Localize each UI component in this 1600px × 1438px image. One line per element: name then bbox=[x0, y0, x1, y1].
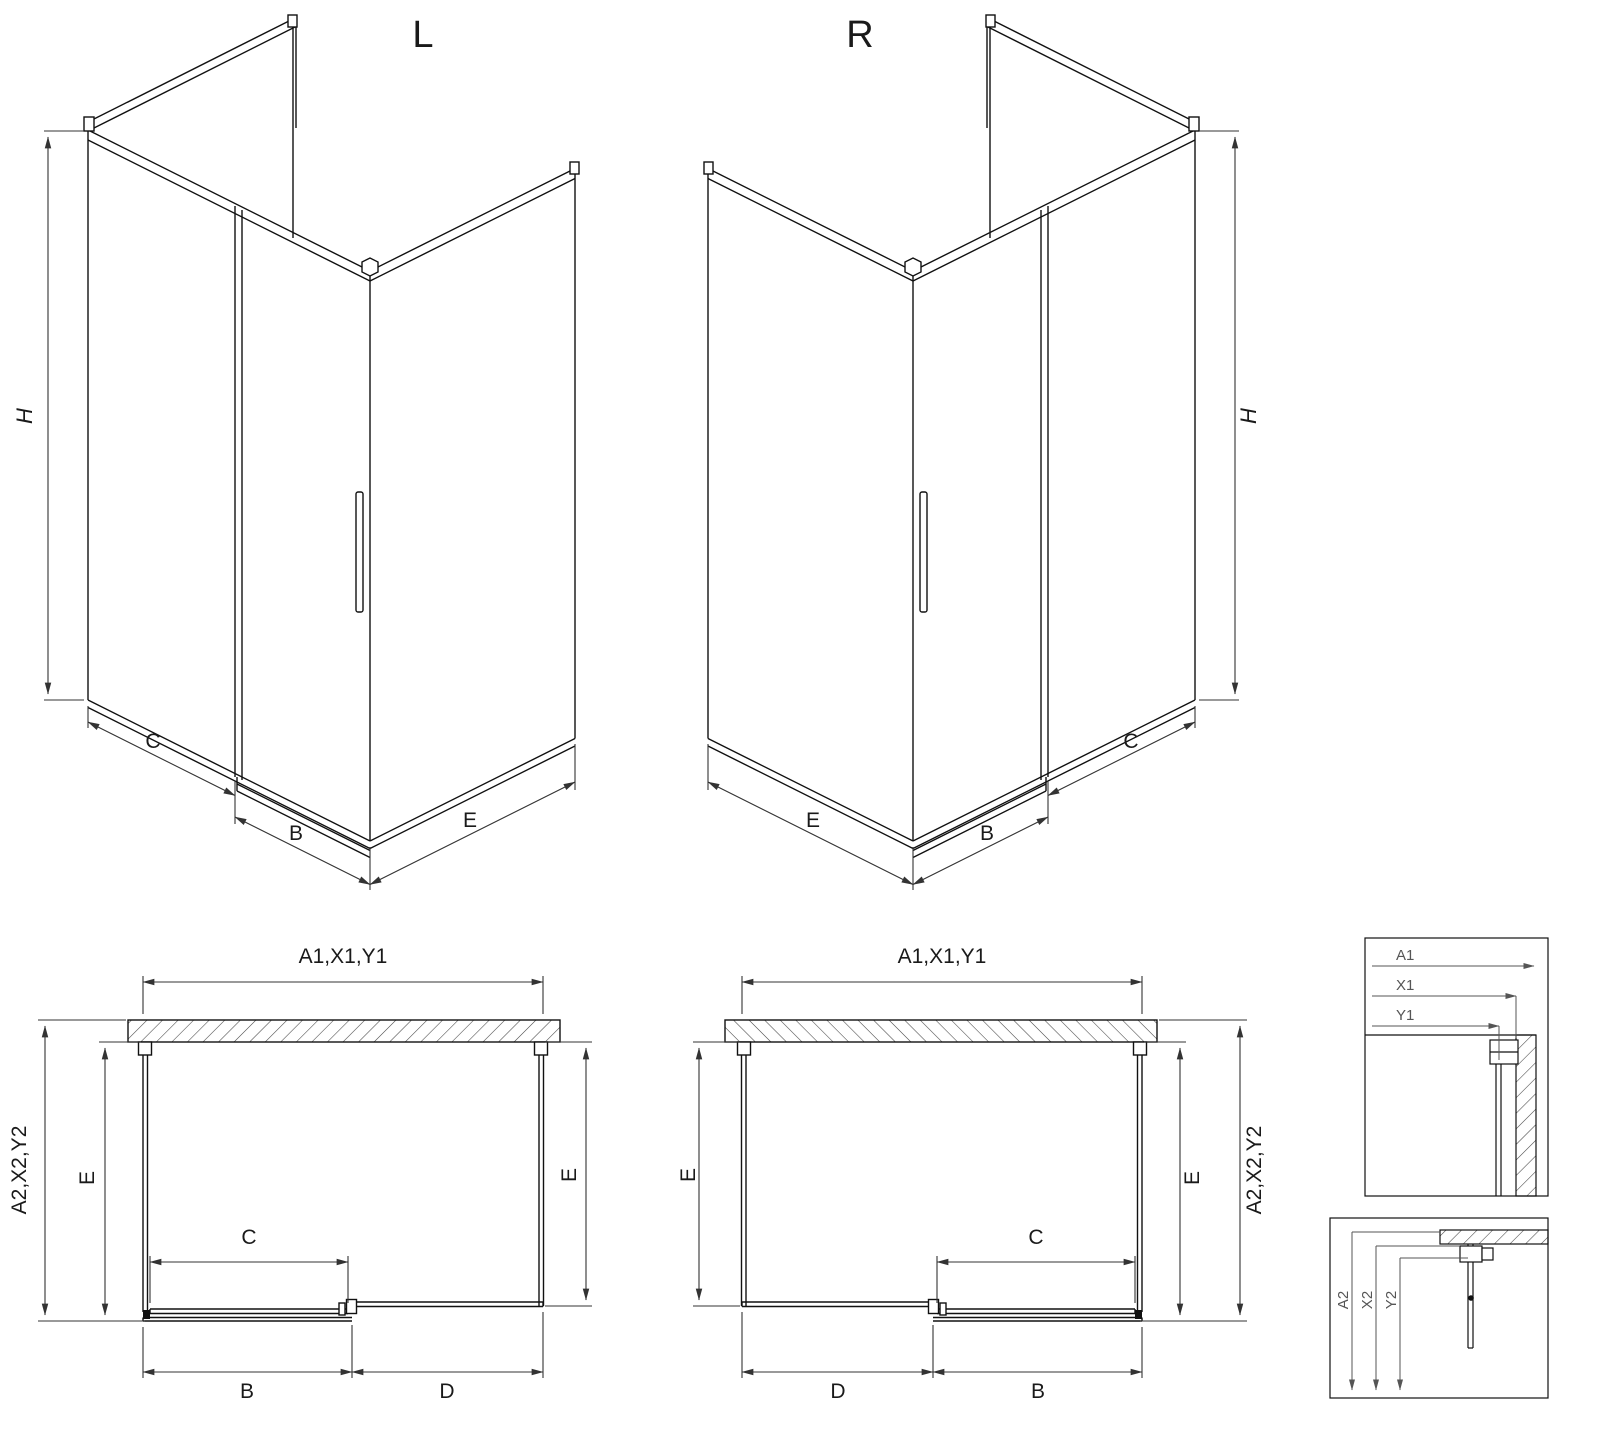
detail-top-y1-label: Y1 bbox=[1396, 1007, 1414, 1024]
iso-left-dim-e-label: E bbox=[463, 809, 477, 832]
wall-profile bbox=[1459, 1245, 1483, 1263]
plan-right-dim-width-label: A1,X1,Y1 bbox=[898, 945, 987, 968]
plan-left-dim-c-label: C bbox=[241, 1226, 256, 1249]
fixing-screw bbox=[1468, 1295, 1474, 1301]
iso-right-dim-h-label: H bbox=[1236, 408, 1261, 424]
iso-left-dim-c-label: C bbox=[145, 730, 160, 753]
plan-left-dim-width-label: A1,X1,Y1 bbox=[299, 945, 388, 968]
plan-right-dim-e-right-label: E bbox=[1181, 1171, 1204, 1185]
iso-left-view: L H C B E bbox=[12, 14, 580, 890]
plan-left-dim-b-label: B bbox=[240, 1380, 254, 1403]
wall-detail-bottom-view: A2 X2 Y2 bbox=[1329, 1217, 1549, 1399]
plan-right-dim-e-left-label: E bbox=[677, 1168, 700, 1182]
plan-left-dim-e-right-label: E bbox=[558, 1168, 581, 1182]
iso-left-dim-b-label: B bbox=[289, 822, 303, 845]
iso-right-dim-e-label: E bbox=[806, 809, 820, 832]
iso-right-title: R bbox=[846, 14, 873, 56]
wall-section-hatched bbox=[1439, 1229, 1549, 1245]
detail-top-a1-label: A1 bbox=[1396, 947, 1414, 964]
iso-right-dim-c-label: C bbox=[1123, 730, 1138, 753]
plan-right-dim-c-label: C bbox=[1028, 1226, 1043, 1249]
wall-detail-top-view: A1 X1 Y1 bbox=[1364, 937, 1549, 1197]
plan-right-dim-b-label: B bbox=[1031, 1380, 1045, 1403]
detail-bottom-y2-label: Y2 bbox=[1383, 1291, 1400, 1309]
plan-left-dim-e-left-label: E bbox=[76, 1171, 99, 1185]
wall-section-hatched bbox=[1515, 1034, 1537, 1197]
detail-frame bbox=[1364, 937, 1549, 1197]
iso-left-title: L bbox=[412, 14, 433, 56]
plan-left-dim-d-label: D bbox=[439, 1380, 454, 1403]
iso-right-view: R H C B E bbox=[703, 14, 1261, 890]
detail-bottom-x2-label: X2 bbox=[1359, 1291, 1376, 1309]
plan-right-view: A1,X1,Y1 A2,X2,Y2 E E C B D bbox=[677, 945, 1266, 1403]
plan-left-view: A1,X1,Y1 A2,X2,Y2 E E C B D bbox=[8, 945, 592, 1403]
detail-frame bbox=[1329, 1217, 1549, 1399]
detail-bottom-a2-label: A2 bbox=[1335, 1291, 1352, 1309]
plan-right-dim-depth-outer-label: A2,X2,Y2 bbox=[1243, 1126, 1266, 1215]
plan-right-dim-d-label: D bbox=[830, 1380, 845, 1403]
iso-left-dim-h-label: H bbox=[12, 408, 37, 424]
iso-right-dim-b-label: B bbox=[980, 822, 994, 845]
plan-left-dim-depth-outer-label: A2,X2,Y2 bbox=[8, 1126, 31, 1215]
profile-cap bbox=[1481, 1247, 1494, 1261]
detail-top-x1-label: X1 bbox=[1396, 977, 1414, 994]
